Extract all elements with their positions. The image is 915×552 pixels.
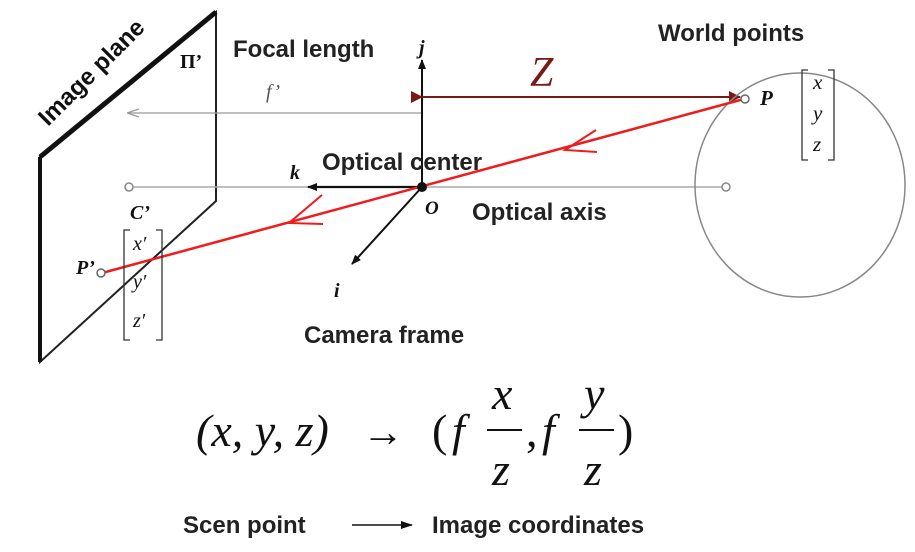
image-vector-y: y′ [131,271,147,293]
image-vector-brackets [123,229,163,341]
formula-denominator-z2: z [583,444,602,495]
scene-point-caption: Scen point [183,512,306,539]
formula-denominator-z1: z [491,444,510,495]
world-points-ellipse [694,72,906,298]
optical-center-label: Optical center [322,149,482,176]
formula-f2: f [542,405,561,456]
world-points-label: World points [658,20,804,47]
p-point [740,94,750,104]
formula-arrow: → [362,410,404,456]
formula-numerator-y: y [580,368,605,419]
formula-close-paren: ) [618,405,633,456]
j-axis-label: j [416,37,425,59]
p-prime-point [96,268,106,278]
ray-arrowhead-lower [286,194,324,225]
image-plane-top-edge [38,10,218,159]
pi-prime-label: Π’ [180,51,202,73]
image-vector-x: x′ [132,233,147,255]
c-prime-label: C’ [130,202,150,224]
p-prime-label: P’ [75,257,95,279]
ray-arrowhead-upper [561,129,598,153]
camera-frame-label: Camera frame [304,322,464,349]
optical-axis-end-point [721,182,731,192]
focal-length-label: Focal length [233,36,374,63]
k-axis-label: k [290,162,300,184]
image-coordinates-caption: Image coordinates [432,512,644,539]
p-label: P [759,86,773,110]
world-vector-brackets [801,69,835,161]
world-vector-z: z [812,132,821,156]
projection-formula: (x, y, z) → ( f x z , f y z ) [196,368,633,495]
formula-comma: , [526,405,538,456]
formula-numerator-x: x [491,368,513,419]
formula-lhs: (x, y, z) [196,405,329,456]
optical-center-point [417,182,427,192]
z-distance-label: Z [530,50,554,96]
formula-open-paren: ( [432,405,447,456]
i-axis [351,186,423,265]
i-axis-label: i [334,280,340,302]
optical-axis-label: Optical axis [472,199,607,226]
c-prime-point [124,182,134,192]
world-vector-y: y [811,101,823,125]
o-label: O [425,198,439,219]
f-prime-label: f’ [266,81,280,103]
world-vector-x: x [812,70,823,94]
formula-f1: f [452,405,471,456]
image-vector-z: z′ [132,310,146,332]
